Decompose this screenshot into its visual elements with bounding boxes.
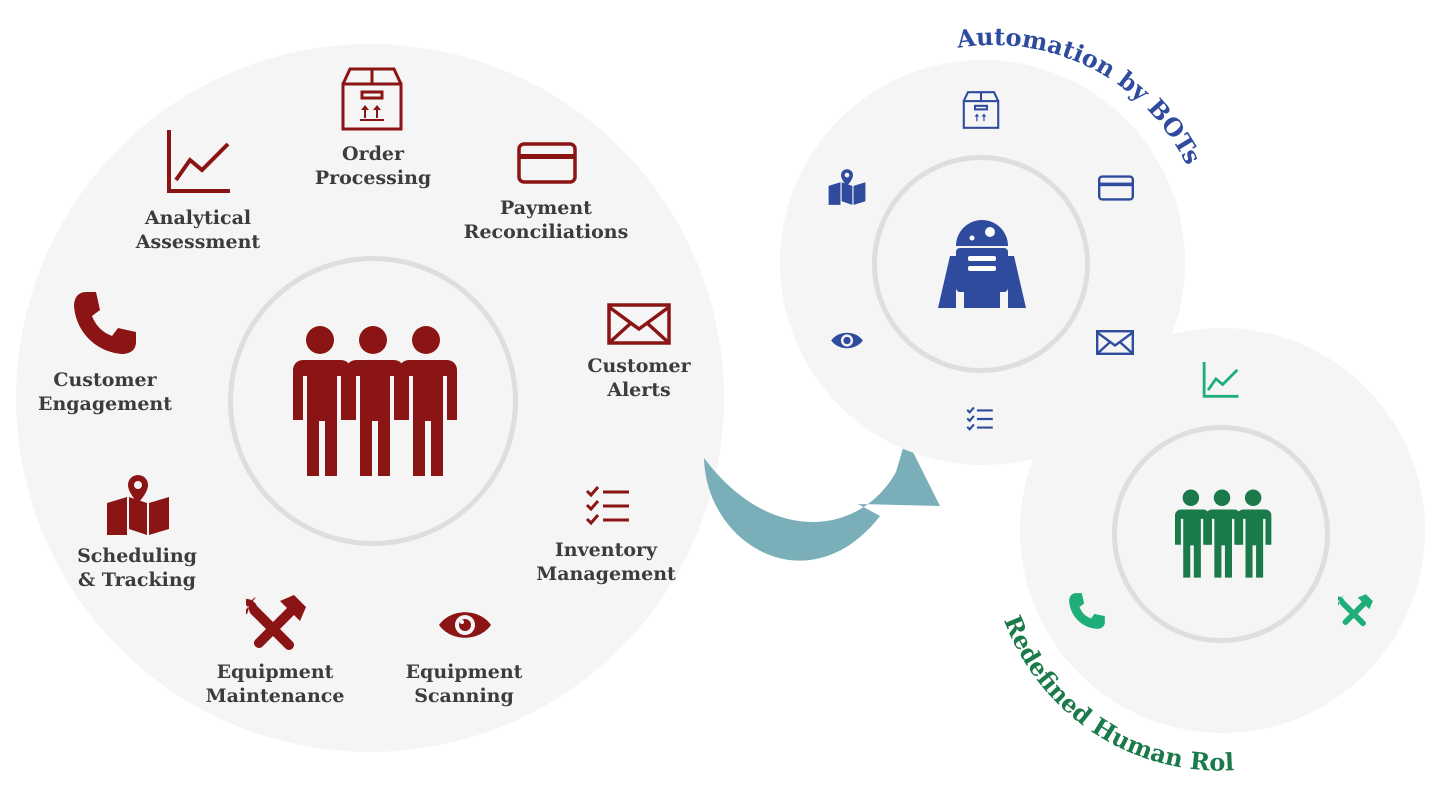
checklist-icon (966, 406, 994, 432)
envelope-icon (1096, 330, 1134, 355)
credit-card-icon (1098, 175, 1134, 201)
line-chart-icon (1202, 362, 1240, 398)
eye-icon (437, 608, 493, 642)
credit-card-icon (517, 142, 577, 184)
line-chart-icon (166, 130, 232, 194)
box-icon (962, 90, 1000, 130)
bots-title: Automation by BOTs (954, 22, 1207, 169)
map-pin-icon (105, 473, 171, 537)
phone-icon (72, 290, 138, 356)
human-roles-title: Redefined Human Roles (0, 0, 1235, 777)
map-pin-icon (827, 168, 867, 206)
people-group-icon (1170, 486, 1274, 580)
tools-icon (1338, 593, 1374, 629)
phone-icon (1068, 592, 1106, 630)
transition-arrow (700, 436, 945, 596)
tools-icon (246, 593, 308, 655)
envelope-icon (607, 303, 671, 345)
box-icon (340, 66, 404, 132)
people-group-icon (285, 320, 461, 480)
task-label-scheduling: Scheduling& Tracking (77, 545, 197, 591)
robot-icon (934, 216, 1030, 312)
checklist-icon (585, 486, 631, 526)
eye-icon (830, 330, 864, 351)
